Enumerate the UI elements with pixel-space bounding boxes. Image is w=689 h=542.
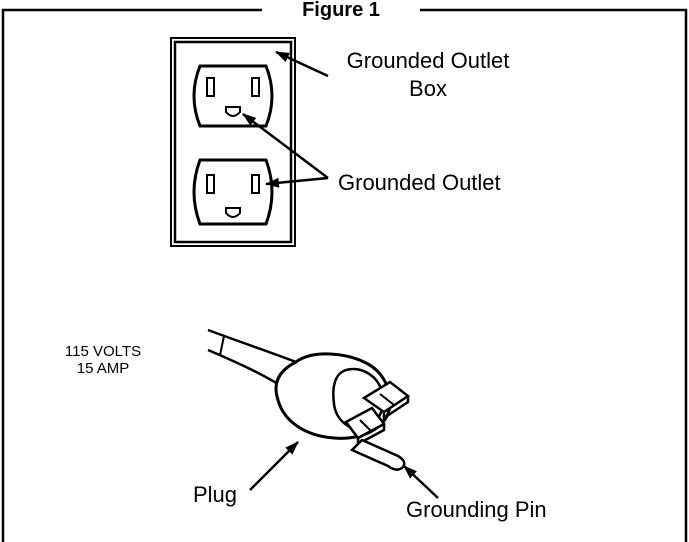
plug-illustration (207, 328, 411, 471)
arrow-outlet-box (275, 50, 329, 78)
label-outlet-box-line2: Box (409, 76, 447, 101)
figure-frame (1, 8, 688, 542)
arrow-outlet-lower (265, 176, 329, 188)
outlet-lower (192, 158, 274, 226)
label-outlet: Grounded Outlet (338, 170, 501, 195)
arrow-plug (249, 441, 299, 491)
label-plug: Plug (193, 482, 237, 507)
figure-title-background (262, 0, 420, 20)
figure-title: Figure 1 (302, 0, 380, 21)
outlet-box (170, 37, 296, 247)
label-rating-line1: 115 VOLTS (65, 343, 141, 360)
label-rating-line2: 15 AMP (77, 360, 130, 377)
outlet-upper (192, 64, 274, 128)
arrow-grounding-pin (403, 465, 439, 499)
label-outlet-box-line1: Grounded Outlet (347, 48, 510, 73)
label-grounding-pin: Grounding Pin (406, 497, 547, 522)
arrow-outlet-upper (242, 113, 329, 179)
